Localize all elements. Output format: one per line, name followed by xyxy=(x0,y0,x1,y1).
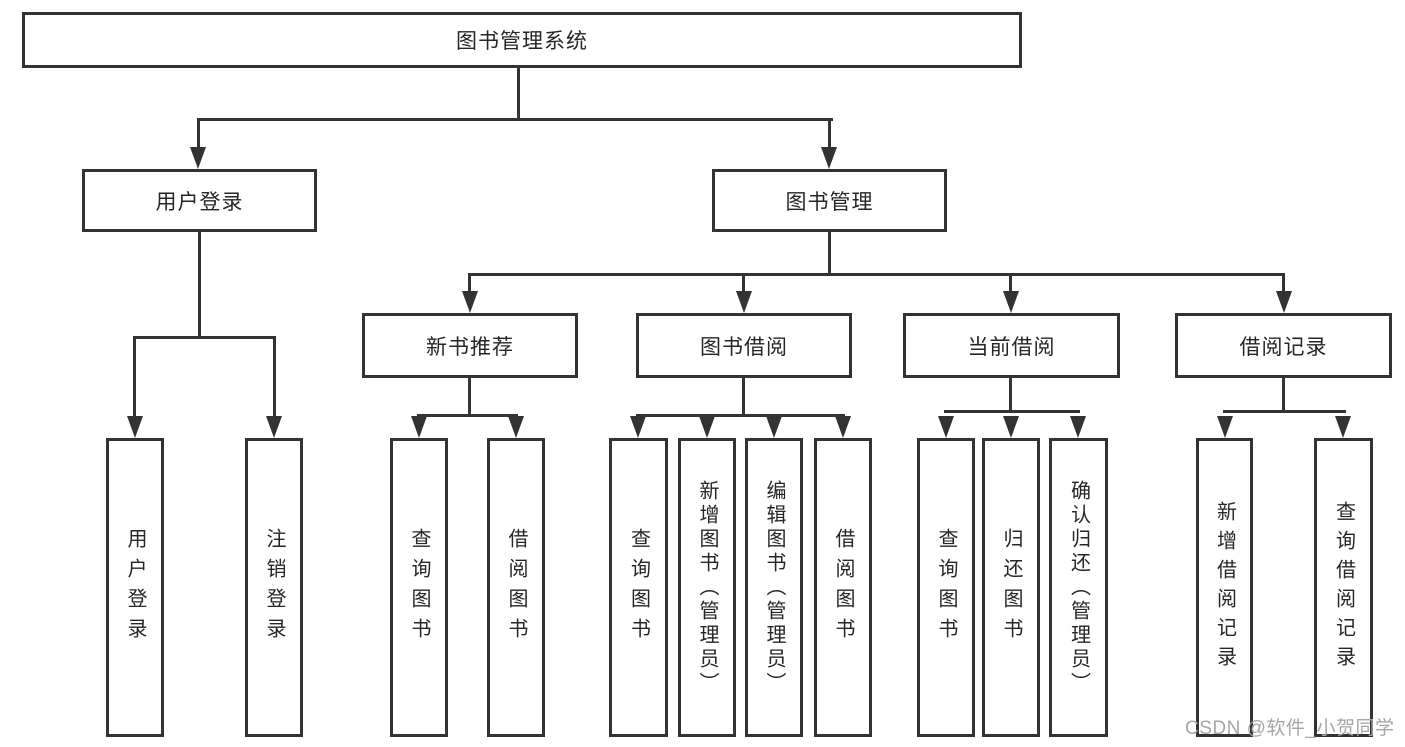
arrow-down-icon xyxy=(766,416,782,438)
node-borrow-books-recommend: 借阅图书 xyxy=(487,438,545,737)
connector xyxy=(944,410,1080,413)
node-label: 借阅图书 xyxy=(832,527,854,648)
connector xyxy=(197,121,200,148)
connector xyxy=(1009,378,1012,413)
arrow-down-icon xyxy=(1335,416,1351,438)
arrow-down-icon xyxy=(1276,291,1292,313)
node-label: 图书管理 xyxy=(785,190,874,214)
connector xyxy=(1223,410,1346,413)
node-label: 借阅图书 xyxy=(505,527,527,648)
node-book-management: 图书管理 xyxy=(712,169,947,232)
connector-book-mgmt-stub xyxy=(828,232,831,276)
arrow-down-icon xyxy=(462,291,478,313)
connector xyxy=(1282,378,1285,413)
node-label: 查询图书 xyxy=(935,527,957,648)
arrow-down-icon xyxy=(411,416,427,438)
csdn-watermark: CSDN @软件_小贺同学 xyxy=(1185,718,1395,739)
node-query-books-current: 查询图书 xyxy=(917,438,975,737)
connector-user-login-stub xyxy=(198,232,201,336)
connector xyxy=(636,414,845,417)
node-query-borrow-record: 查询借阅记录 xyxy=(1314,438,1373,737)
node-query-books-recommend: 查询图书 xyxy=(390,438,448,737)
node-user-login-leaf: 用户登录 xyxy=(106,438,164,737)
node-label: 用户登录 xyxy=(124,527,146,648)
node-label: 编辑图书（管理员） xyxy=(763,479,785,696)
connector xyxy=(417,414,518,417)
arrow-down-icon xyxy=(1003,416,1019,438)
node-label: 查询借阅记录 xyxy=(1332,500,1355,675)
arrow-down-icon xyxy=(835,416,851,438)
arrow-down-icon xyxy=(1003,291,1019,313)
node-new-book-recommendation: 新书推荐 xyxy=(362,313,578,378)
arrow-down-icon xyxy=(630,416,646,438)
node-label: 确认归还（管理员） xyxy=(1067,479,1090,696)
node-label: 新增借阅记录 xyxy=(1213,500,1236,675)
connector xyxy=(133,339,136,418)
connector xyxy=(1009,276,1012,293)
connector xyxy=(742,378,745,417)
connector-level3-bar xyxy=(468,273,1285,276)
node-current-borrowing: 当前借阅 xyxy=(903,313,1120,378)
arrow-down-icon xyxy=(266,416,282,438)
connector-root-stub xyxy=(517,68,520,121)
node-label: 图书管理系统 xyxy=(456,30,588,53)
node-library-management-system: 图书管理系统 xyxy=(22,12,1022,68)
arrow-down-icon xyxy=(821,147,837,169)
connector xyxy=(828,121,831,148)
connector xyxy=(468,378,471,417)
node-label: 用户登录 xyxy=(155,190,244,214)
connector-user-login-bar xyxy=(133,336,276,339)
node-label: 注销登录 xyxy=(263,527,285,648)
arrow-down-icon xyxy=(938,416,954,438)
arrow-down-icon xyxy=(508,416,524,438)
node-add-borrow-record: 新增借阅记录 xyxy=(1196,438,1253,737)
node-edit-books-admin: 编辑图书（管理员） xyxy=(745,438,803,737)
arrow-down-icon xyxy=(1217,416,1233,438)
node-logout-leaf: 注销登录 xyxy=(245,438,303,737)
node-return-books: 归还图书 xyxy=(982,438,1040,737)
connector-level2-bar xyxy=(197,118,833,121)
node-label: 归还图书 xyxy=(1000,527,1022,648)
connector xyxy=(468,276,471,293)
arrow-down-icon xyxy=(699,416,715,438)
arrow-down-icon xyxy=(736,291,752,313)
arrow-down-icon xyxy=(127,416,143,438)
node-confirm-return-admin: 确认归还（管理员） xyxy=(1049,438,1108,737)
node-label: 查询图书 xyxy=(627,527,650,648)
node-user-login: 用户登录 xyxy=(82,169,317,232)
connector xyxy=(742,276,745,293)
node-label: 图书借阅 xyxy=(700,335,788,359)
connector xyxy=(1282,276,1285,293)
node-label: 新增图书（管理员） xyxy=(696,479,718,696)
node-query-books-borrowing: 查询图书 xyxy=(609,438,668,737)
connector xyxy=(273,339,276,418)
node-borrowing-records: 借阅记录 xyxy=(1175,313,1392,378)
node-add-books-admin: 新增图书（管理员） xyxy=(678,438,736,737)
node-label: 借阅记录 xyxy=(1239,335,1328,359)
node-label: 新书推荐 xyxy=(426,335,514,359)
arrow-down-icon xyxy=(190,147,206,169)
node-label: 当前借阅 xyxy=(967,335,1056,359)
node-label: 查询图书 xyxy=(408,527,430,648)
node-borrow-books-borrowing: 借阅图书 xyxy=(814,438,872,737)
arrow-down-icon xyxy=(1070,416,1086,438)
node-book-borrowing: 图书借阅 xyxy=(636,313,852,378)
